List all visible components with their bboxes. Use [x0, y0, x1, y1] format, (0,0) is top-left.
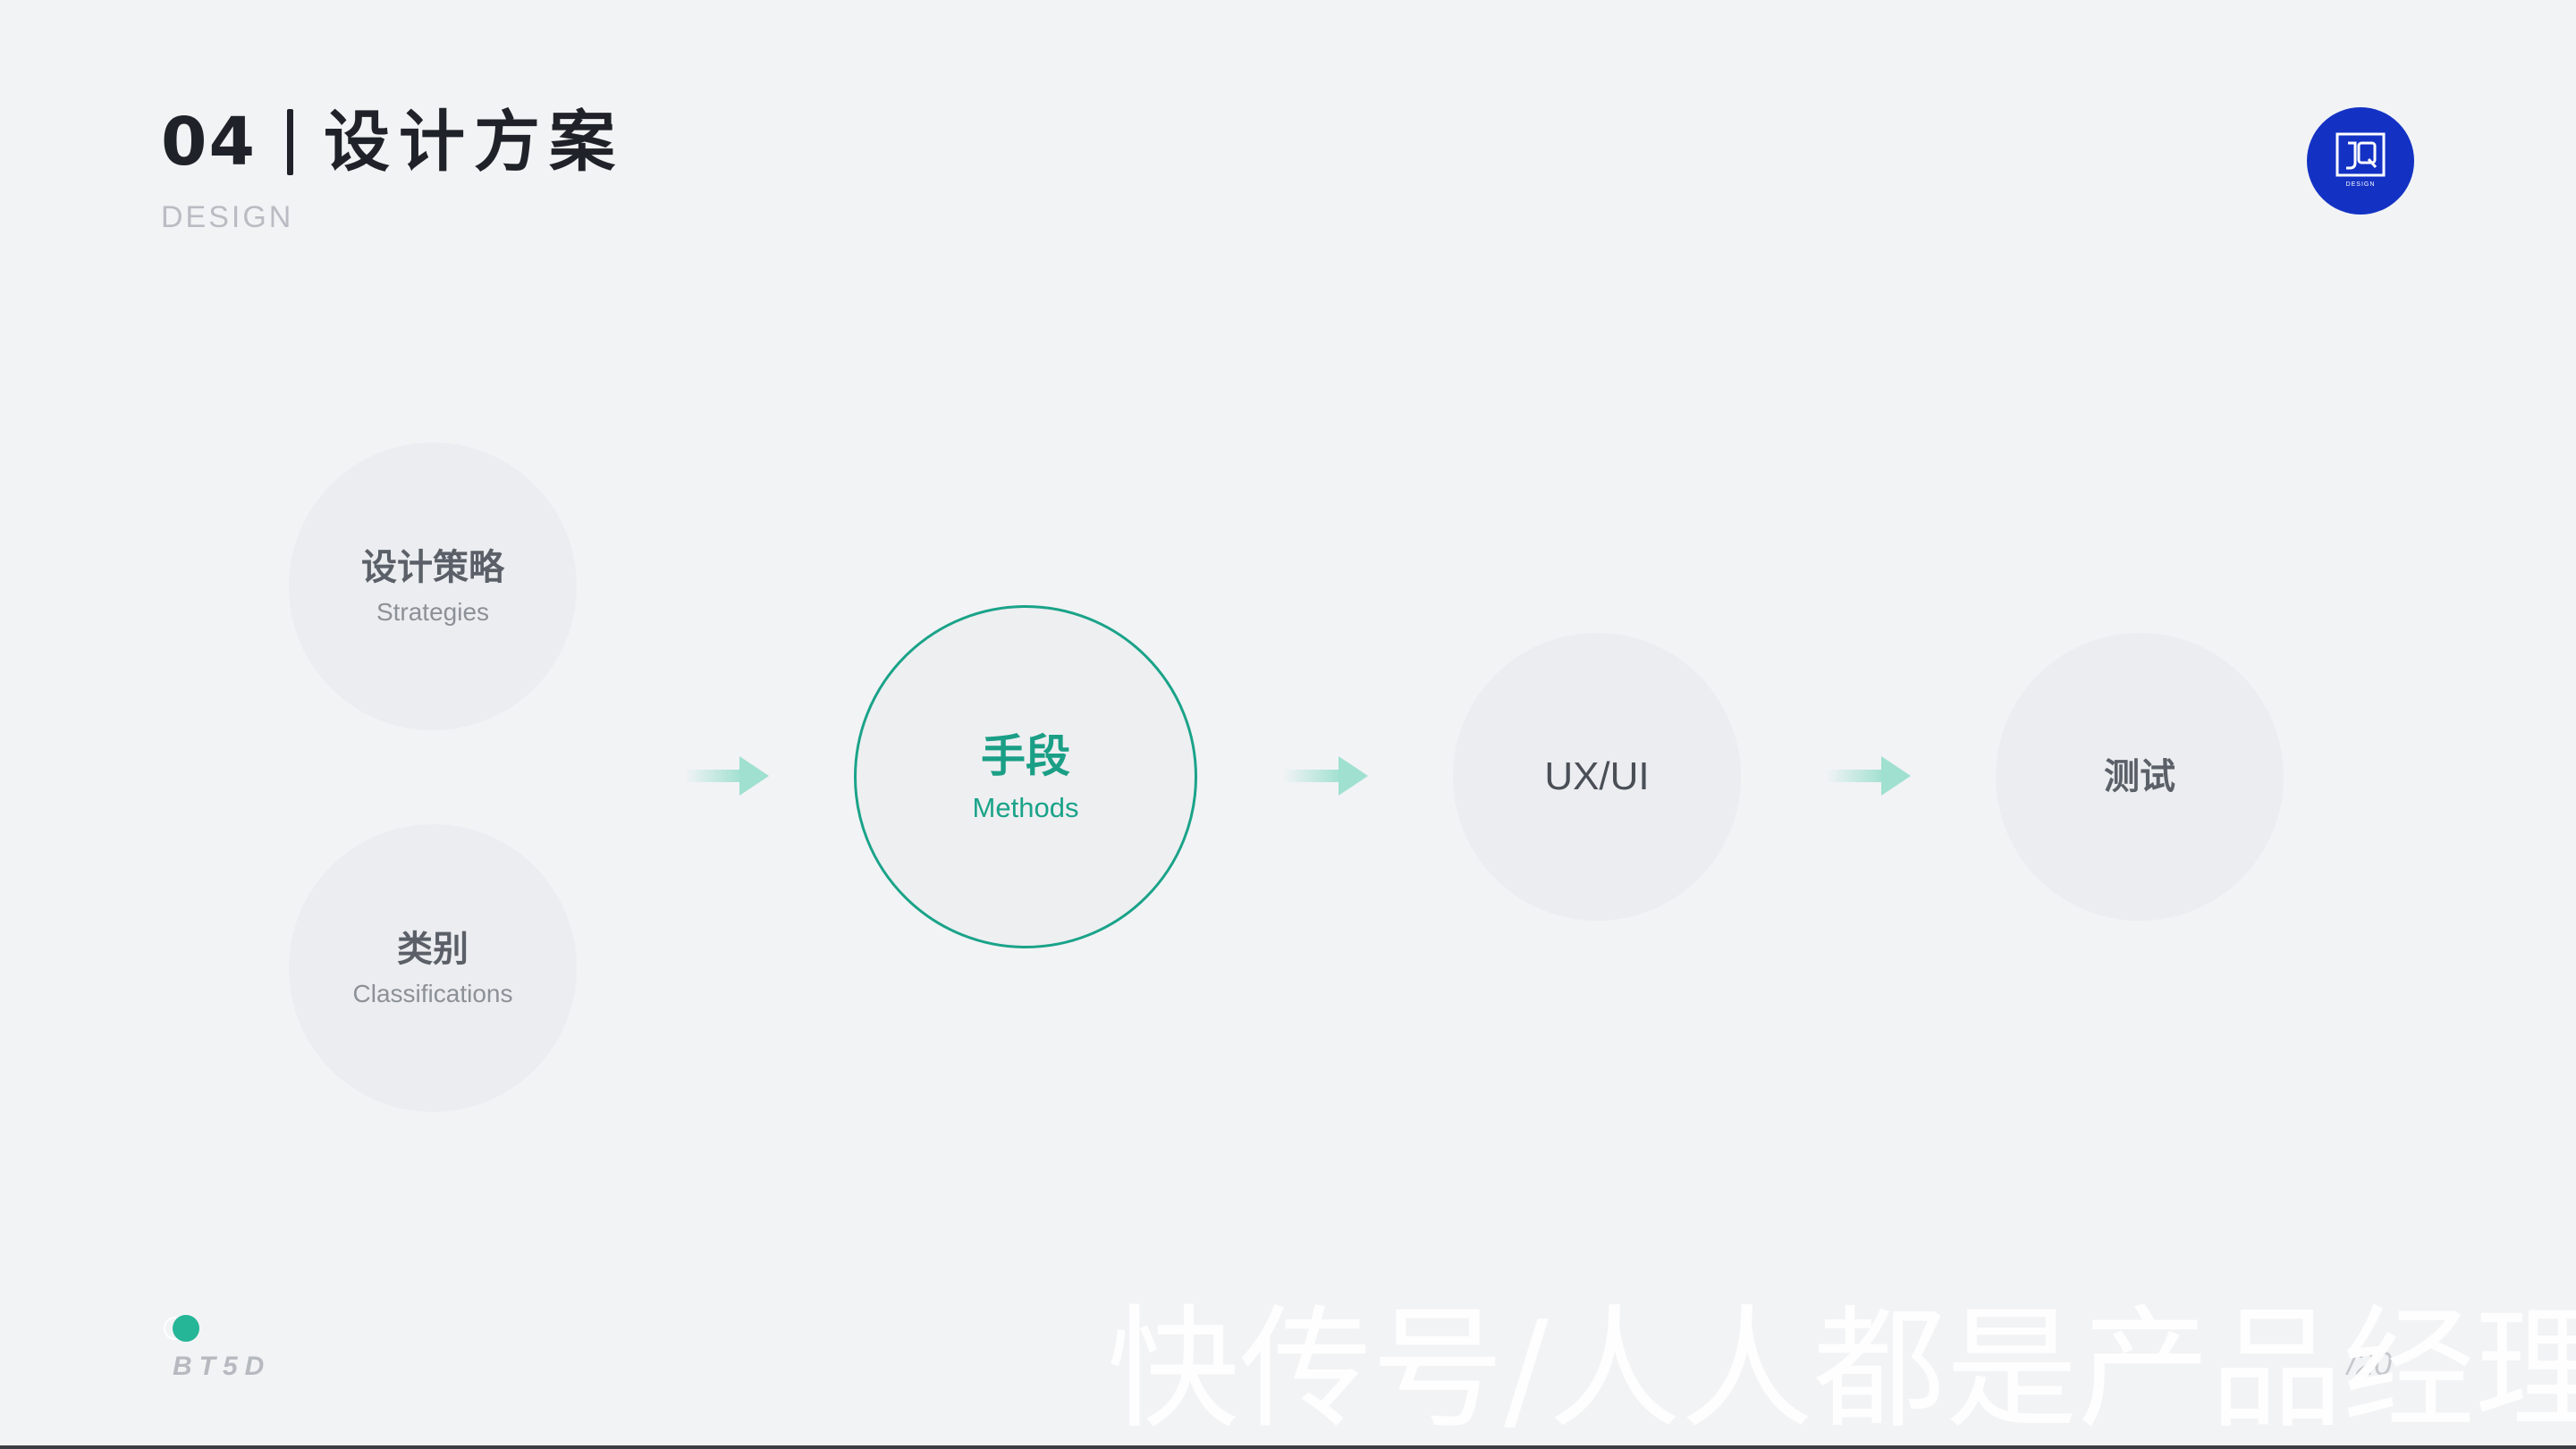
node-classifications-label: 类别 — [397, 929, 469, 970]
heading-divider — [286, 109, 293, 175]
node-classifications-sublabel: Classifications — [352, 980, 513, 1007]
node-strategies[interactable]: 设计策略 Strategies — [289, 442, 577, 730]
page-subtitle: DESIGN — [161, 200, 294, 234]
watermark: 快传号/人人都是产品经理 — [1107, 1293, 2576, 1446]
section-number: 04 — [161, 104, 257, 181]
node-test[interactable]: 测试 — [1996, 633, 2284, 921]
node-strategies-label: 设计策略 — [361, 547, 504, 588]
bottom-border — [0, 1445, 2576, 1449]
brand-logo: BT5D — [173, 1352, 272, 1381]
node-methods-label: 手段 — [981, 730, 1070, 782]
page-title: 设计方案 — [323, 104, 624, 181]
node-classifications[interactable]: 类别 Classifications — [289, 824, 577, 1112]
svg-text:DESIGN: DESIGN — [2346, 181, 2376, 188]
node-methods[interactable]: 手段 Methods — [854, 605, 1197, 948]
brand-dot — [173, 1315, 199, 1342]
arrow-right-icon — [1826, 756, 1911, 796]
node-uxui[interactable]: UX/UI — [1453, 633, 1741, 921]
node-test-label: 测试 — [2104, 756, 2175, 797]
node-methods-sublabel: Methods — [972, 792, 1079, 823]
arrow-right-icon — [1283, 756, 1368, 796]
node-strategies-sublabel: Strategies — [376, 598, 490, 626]
page-number: /20 — [2347, 1345, 2393, 1382]
jq-design-logo-icon: DESIGN — [2307, 107, 2414, 215]
arrow-right-icon — [684, 756, 769, 796]
page-heading: 04 设计方案 — [161, 109, 624, 175]
node-uxui-label: UX/UI — [1544, 754, 1650, 798]
